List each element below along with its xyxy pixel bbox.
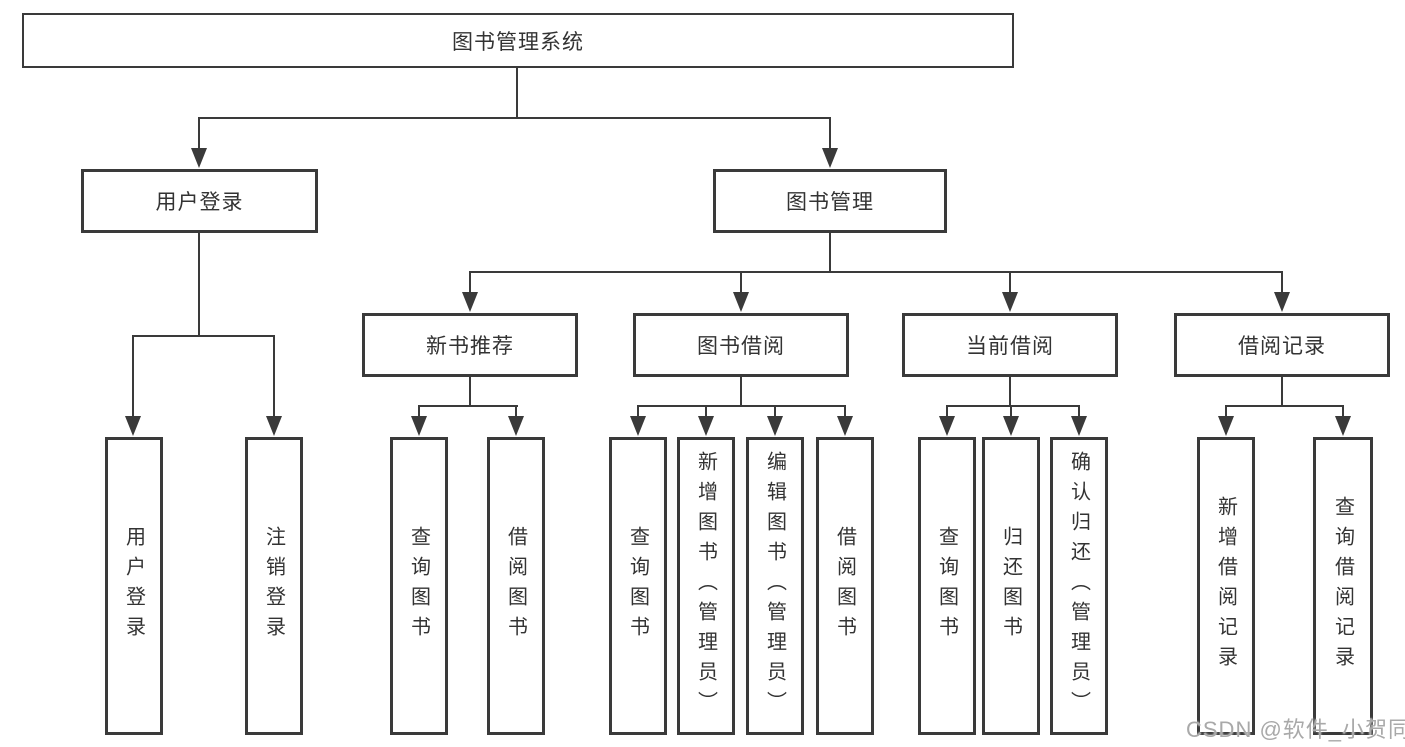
connector-bb-3 [774,405,776,418]
arrowhead-down-icon [630,416,646,436]
arrowhead-down-icon [1002,292,1018,312]
arrowhead-down-icon [411,416,427,436]
node-label: 图书借阅 [697,335,785,358]
leaf-user-login: 用户登录 [105,437,163,735]
connector-br-2 [1342,405,1344,418]
arrowhead-down-icon [266,416,282,436]
connector-bb-bar [637,405,846,407]
node-label: 借阅图书 [833,526,856,646]
node-new-book-recommend: 新书推荐 [362,313,578,377]
connector-cb-2 [1010,405,1012,418]
arrowhead-down-icon [191,148,207,168]
connector-cb-stem [1009,377,1011,407]
node-label: 新书推荐 [426,335,514,358]
connector-to-user-login [198,117,200,150]
arrowhead-down-icon [508,416,524,436]
arrowhead-down-icon [1071,416,1087,436]
node-book-management: 图书管理 [713,169,947,233]
connector-user-login-stem [198,233,200,337]
arrowhead-down-icon [1218,416,1234,436]
connector-nb-1 [418,405,420,418]
node-label: 查询图书 [935,526,958,646]
leaf-br-query-record: 查询借阅记录 [1313,437,1373,735]
connector-nb-bar [418,405,518,407]
arrowhead-down-icon [767,416,783,436]
connector-to-book-mgmt [829,117,831,150]
connector-nb-stem [469,377,471,407]
connector-to-current-borrow [1009,271,1011,294]
arrowhead-down-icon [939,416,955,436]
leaf-nb-borrow-book: 借阅图书 [487,437,545,735]
connector-to-borrow-records [1281,271,1283,294]
arrowhead-down-icon [1274,292,1290,312]
node-label: 当前借阅 [966,335,1054,358]
leaf-bb-edit-book-admin: 编辑图书（管理员） [746,437,804,735]
node-current-borrow: 当前借阅 [902,313,1118,377]
node-label: 图书管理 [786,191,874,214]
node-label: 用户登录 [122,526,145,646]
node-root-library-management-system: 图书管理系统 [22,13,1014,68]
leaf-bb-add-book-admin: 新增图书（管理员） [677,437,735,735]
connector-br-1 [1225,405,1227,418]
connector-br-stem [1281,377,1283,407]
arrowhead-down-icon [837,416,853,436]
leaf-bb-query-book: 查询图书 [609,437,667,735]
node-label: 用户登录 [155,191,244,214]
arrowhead-down-icon [822,148,838,168]
connector-bb-2 [705,405,707,418]
connector-user-login-bar [132,335,275,337]
leaf-cb-return-book: 归还图书 [982,437,1040,735]
connector-bb-stem [740,377,742,407]
node-user-login: 用户登录 [81,169,318,233]
connector-bb-4 [844,405,846,418]
connector-to-login-leaf [132,335,134,418]
node-label: 确认归还（管理员） [1067,451,1090,721]
node-label: 编辑图书（管理员） [763,451,786,721]
connector-to-book-borrow [740,271,742,294]
node-label: 查询借阅记录 [1331,496,1354,676]
arrowhead-down-icon [733,292,749,312]
connector-br-bar [1225,405,1343,407]
node-label: 图书管理系统 [452,30,584,54]
leaf-nb-query-book: 查询图书 [390,437,448,735]
connector-root-stem [516,68,518,118]
node-label: 注销登录 [262,526,285,646]
connector-to-new-book [469,271,471,294]
connector-cb-bar [946,405,1080,407]
arrowhead-down-icon [698,416,714,436]
connector-book-mgmt-stem [829,233,831,273]
leaf-bb-borrow-book: 借阅图书 [816,437,874,735]
node-label: 新增借阅记录 [1214,496,1237,676]
arrowhead-down-icon [125,416,141,436]
connector-cb-1 [946,405,948,418]
leaf-logout: 注销登录 [245,437,303,735]
node-book-borrow: 图书借阅 [633,313,849,377]
connector-book-mgmt-bar [469,271,1283,273]
leaf-br-add-record: 新增借阅记录 [1197,437,1255,735]
leaf-cb-confirm-return-admin: 确认归还（管理员） [1050,437,1108,735]
connector-bb-1 [637,405,639,418]
node-label: 借阅图书 [504,526,527,646]
node-label: 借阅记录 [1238,335,1326,358]
node-label: 归还图书 [999,526,1022,646]
node-label: 查询图书 [626,526,649,646]
leaf-cb-query-book: 查询图书 [918,437,976,735]
connector-to-logout-leaf [273,335,275,418]
arrowhead-down-icon [1335,416,1351,436]
csdn-watermark: CSDN @软件_小贺同学 [1186,717,1405,742]
arrowhead-down-icon [462,292,478,312]
connector-root-bar [198,117,831,119]
arrowhead-down-icon [1003,416,1019,436]
connector-nb-2 [515,405,517,418]
connector-cb-3 [1078,405,1080,418]
node-label: 新增图书（管理员） [694,451,717,721]
node-label: 查询图书 [407,526,430,646]
node-borrow-records: 借阅记录 [1174,313,1390,377]
